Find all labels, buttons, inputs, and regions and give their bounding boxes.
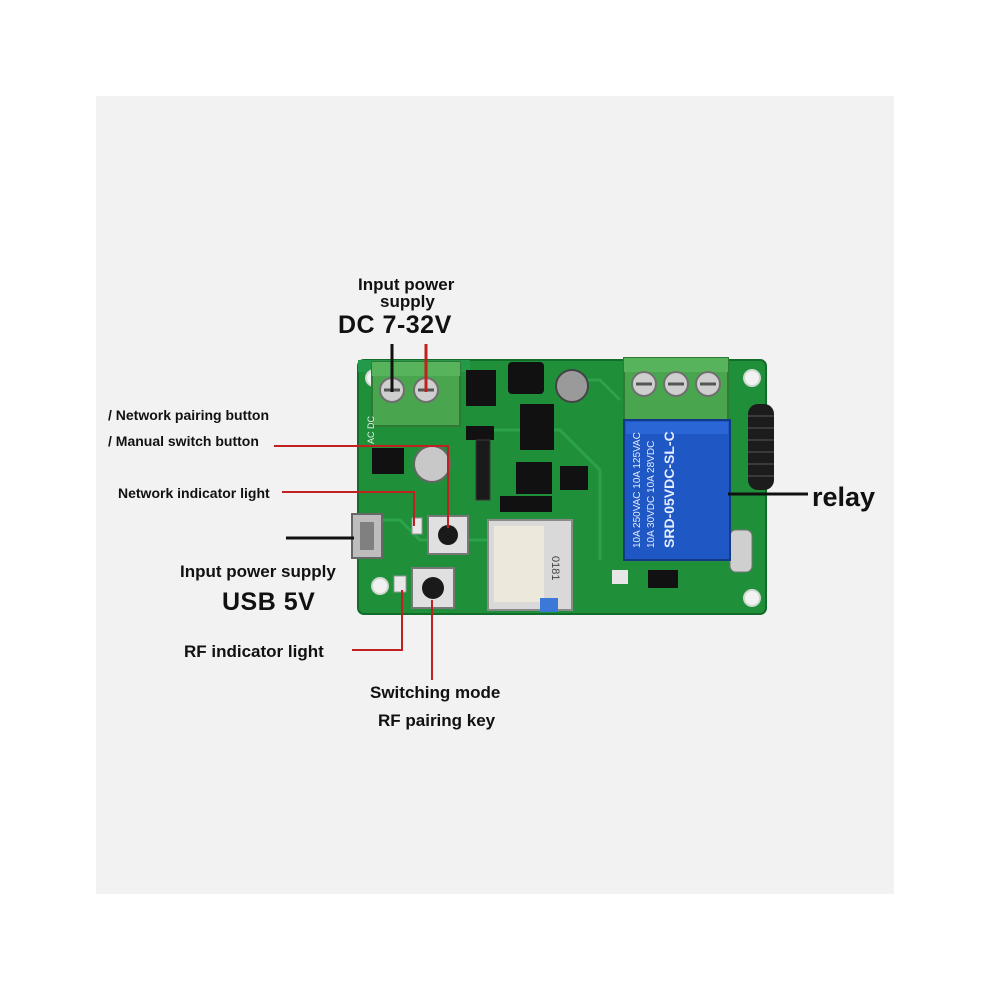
input-power-top-line1: Input power (358, 275, 455, 294)
network-led (411, 517, 423, 535)
rf-led (393, 575, 407, 593)
relay-rating-1: 10A 250VAC 10A 125VAC (632, 432, 643, 548)
module-text: 0181 (549, 556, 561, 580)
manual-switch-leader (274, 445, 449, 528)
components (372, 362, 753, 588)
relay-label: relay (812, 482, 876, 512)
mount-hole (371, 577, 389, 595)
relay-model: SRD-05VDC-SL-C (661, 431, 677, 548)
network-pairing-label: / Network pairing button (108, 407, 269, 423)
crystal (729, 529, 753, 573)
relay-terminal-block (623, 357, 729, 423)
capacitor (555, 369, 589, 403)
manual-switch-label: / Manual switch button (108, 433, 259, 449)
capacitor (413, 445, 451, 483)
terminal-marks: AC DC (366, 415, 376, 444)
mount-hole (743, 589, 761, 607)
switching-mode-label: Switching mode (370, 683, 501, 702)
network-indicator-label: Network indicator light (118, 485, 270, 501)
rf-indicator-label: RF indicator light (184, 642, 324, 661)
usb-port (351, 513, 383, 559)
wifi-module (487, 519, 573, 612)
usb-voltage-label: USB 5V (222, 588, 316, 616)
input-power-usb-label: Input power supply (180, 562, 336, 581)
relay (623, 419, 731, 561)
input-power-top-line2: supply (380, 292, 435, 311)
dc-voltage-label: DC 7-32V (338, 311, 452, 339)
dc-terminal-block (371, 361, 461, 427)
rf-indicator-leader (352, 590, 403, 651)
mount-hole (743, 369, 761, 387)
network-indicator-leader (282, 491, 415, 526)
antenna-coil (748, 404, 774, 490)
rf-pairing-label: RF pairing key (378, 711, 496, 730)
relay-rating-2: 10A 30VDC 10A 28VDC (646, 441, 657, 548)
